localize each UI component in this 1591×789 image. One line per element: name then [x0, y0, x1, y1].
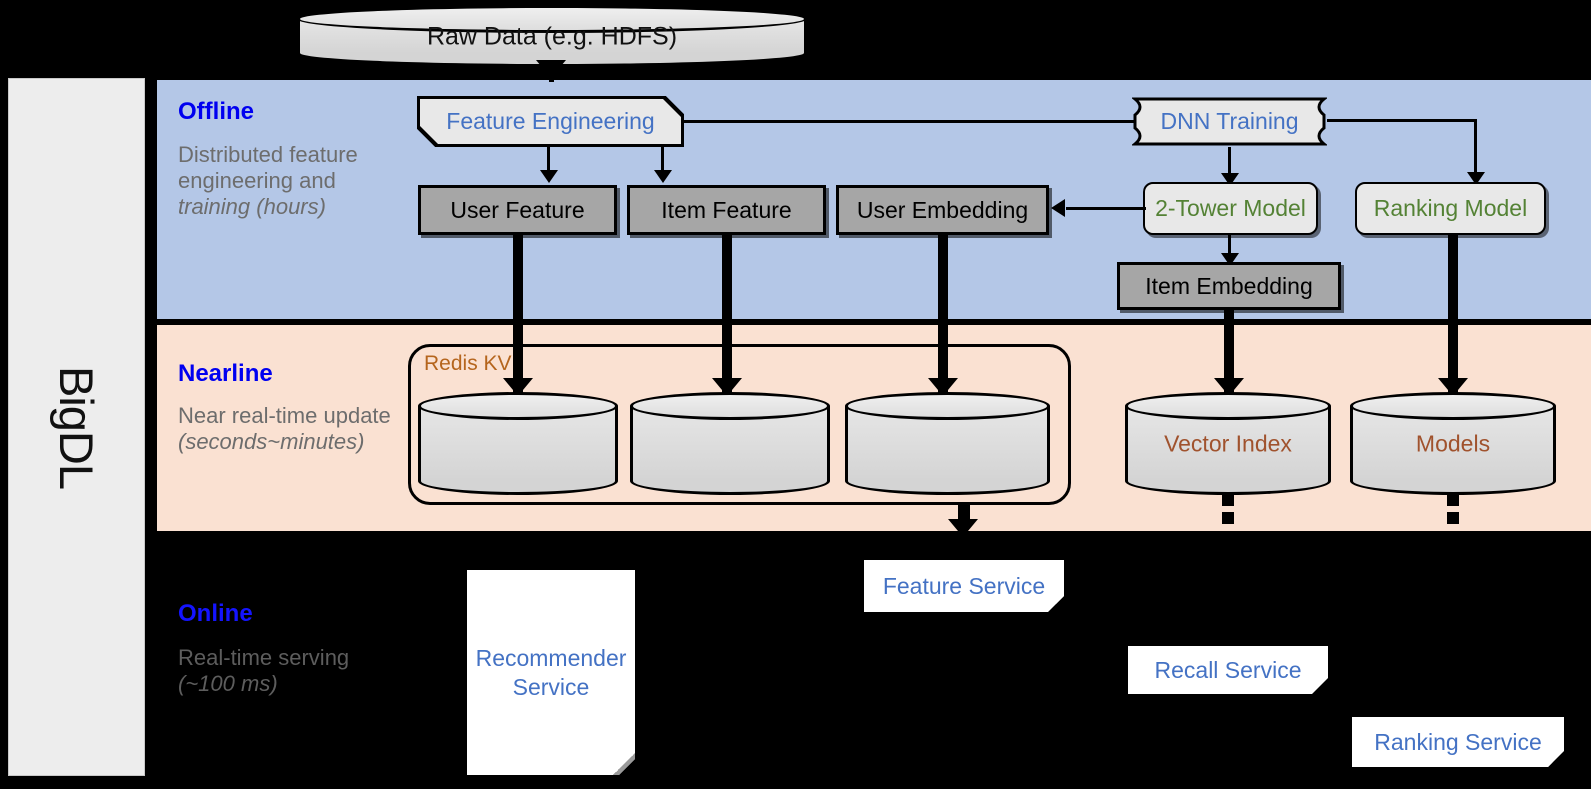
arrowhead-2tower-userembedding: [1051, 199, 1065, 217]
arrowhead-fe-itemfeature: [654, 170, 672, 183]
user-embedding-label: User Embedding: [856, 196, 1029, 223]
raw-data-cylinder-top: [297, 5, 807, 33]
user-feature-label: User Feature: [450, 196, 585, 223]
feature-engineering-box[interactable]: Feature Engineering: [417, 96, 684, 147]
kv-store-cylinder-2[interactable]: [630, 392, 830, 495]
connector-fe-userfeature: [547, 147, 550, 177]
band-subtitle-nearline: Near real-time update (seconds~minutes): [178, 403, 393, 455]
band-subtitle-offline-em: training (hours): [178, 193, 326, 219]
kv-store-3-top: [845, 392, 1050, 420]
kv-store-1-top: [418, 392, 618, 420]
feature-service-label: Feature Service: [882, 572, 1046, 599]
bigdl-sidebar: BigDL: [8, 78, 145, 776]
dash-vectorindex-recallservice-2: [1222, 512, 1234, 524]
ranking-model-label: Ranking Model: [1373, 195, 1528, 221]
recall-service-card[interactable]: Recall Service: [1128, 646, 1328, 694]
arrowhead-redis-featureservice: [948, 519, 978, 537]
redis-kv-label: Redis KV: [424, 352, 512, 375]
dash-models-rankingservice-2: [1447, 512, 1459, 524]
band-subtitle-offline: Distributed feature engineering and trai…: [178, 142, 393, 220]
band-title-online: Online: [178, 600, 253, 627]
feature-service-card[interactable]: Feature Service: [864, 560, 1064, 612]
arrowhead-rawdata-fe: [536, 60, 566, 78]
connector-dnn-ranking-h: [1327, 119, 1477, 122]
vector-index-top: [1125, 392, 1331, 420]
two-tower-model-box[interactable]: 2-Tower Model: [1143, 182, 1318, 235]
kv-store-cylinder-1[interactable]: [418, 392, 618, 495]
dnn-training-box[interactable]: DNN Training: [1132, 96, 1327, 147]
kv-store-2-top: [630, 392, 830, 420]
connector-fe-dnn: [684, 120, 1156, 123]
pipe-userembedding-store: [938, 234, 948, 394]
kv-store-cylinder-3[interactable]: [845, 392, 1050, 495]
arrowhead-dnn-ranking: [1467, 172, 1485, 185]
models-top: [1350, 392, 1556, 420]
arrowhead-fe-userfeature: [540, 170, 558, 183]
dnn-training-shape: [1132, 97, 1327, 146]
recall-service-label: Recall Service: [1154, 656, 1302, 683]
raw-data-cylinder: Raw Data (e.g. HDFS): [297, 5, 807, 67]
ranking-service-label: Ranking Service: [1374, 728, 1542, 755]
ranking-service-card[interactable]: Ranking Service: [1352, 717, 1564, 767]
raw-data-label: Raw Data (e.g. HDFS): [426, 22, 678, 51]
recommender-service-label: Recommender Service: [475, 644, 627, 700]
band-subtitle-online: Real-time serving (~100 ms): [178, 645, 393, 697]
bigdl-label: BigDL: [49, 365, 103, 489]
user-feature-box[interactable]: User Feature: [418, 185, 617, 235]
dash-redis-featureservice-1: [958, 505, 970, 519]
item-feature-box[interactable]: Item Feature: [627, 185, 826, 235]
band-title-nearline: Nearline: [178, 360, 273, 387]
feature-engineering-fill: [420, 99, 681, 144]
dnn-training-label: DNN Training: [1160, 108, 1299, 134]
dash-vectorindex-recallservice-1: [1222, 494, 1234, 506]
band-subtitle-online-em: (~100 ms): [178, 670, 278, 696]
connector-dnn-ranking-v: [1474, 119, 1477, 179]
pipe-itemembedding-vectorindex: [1224, 309, 1234, 394]
models-cylinder[interactable]: Models: [1350, 392, 1556, 495]
redis-kv-container: [408, 344, 1071, 505]
item-embedding-box[interactable]: Item Embedding: [1117, 262, 1341, 310]
pipe-rankingmodel-models: [1448, 234, 1458, 394]
feature-engineering-label: Feature Engineering: [446, 108, 655, 134]
item-feature-label: Item Feature: [661, 196, 792, 223]
vector-index-cylinder[interactable]: Vector Index: [1125, 392, 1331, 495]
band-title-offline: Offline: [178, 98, 254, 125]
ranking-model-box[interactable]: Ranking Model: [1355, 182, 1546, 235]
pipe-userfeature-store: [513, 234, 523, 394]
pipe-itemfeature-store: [722, 234, 732, 394]
band-subtitle-nearline-em: (seconds~minutes): [178, 428, 365, 454]
band-subtitle-offline-plain: Distributed feature engineering and: [178, 142, 358, 193]
band-subtitle-online-plain: Real-time serving: [178, 645, 350, 670]
connector-2tower-userembedding: [1066, 207, 1146, 210]
connector-2tower-itemembedding: [1228, 235, 1231, 261]
vector-index-label: Vector Index: [1164, 430, 1292, 456]
connector-fe-itemfeature: [661, 147, 664, 177]
recommender-service-card[interactable]: Recommender Service: [467, 570, 635, 775]
user-embedding-box[interactable]: User Embedding: [836, 185, 1049, 235]
item-embedding-label: Item Embedding: [1145, 272, 1313, 299]
two-tower-model-label: 2-Tower Model: [1155, 195, 1306, 221]
band-subtitle-nearline-plain: Near real-time update: [178, 403, 391, 428]
models-label: Models: [1415, 430, 1491, 456]
dash-models-rankingservice-1: [1447, 494, 1459, 506]
connector-dnn-2tower: [1228, 147, 1231, 180]
